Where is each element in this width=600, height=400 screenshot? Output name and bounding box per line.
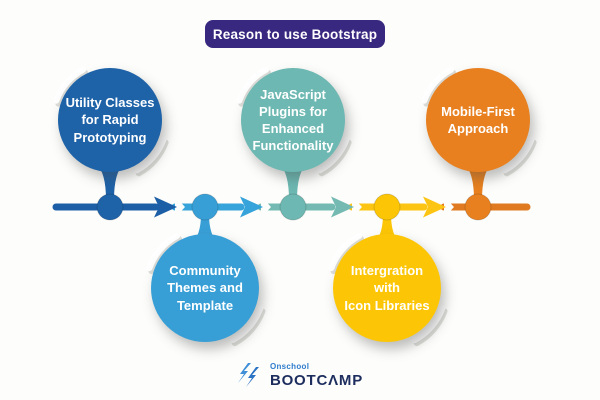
arrowhead-2 [240, 196, 263, 218]
bubble-icon-libraries-label: Intergration with Icon Libraries [344, 263, 430, 313]
bubble-javascript-plugins-label: JavaScript Plugins for Enhanced Function… [252, 86, 334, 154]
brand-logo: Onschool BOOTCΛMP [0, 362, 600, 388]
brand-product: BOOTCΛMP [269, 371, 364, 389]
bubble-javascript-plugins: JavaScript Plugins for Enhanced Function… [241, 68, 345, 172]
bubble-utility-classes-label: Utility Classes for Rapid Prototyping [65, 95, 155, 145]
node-icon-libraries [373, 193, 401, 221]
segment-notches [175, 196, 454, 218]
brand-name: Onschool [269, 361, 310, 371]
node-community-themes [191, 193, 219, 221]
arrowhead-4 [423, 196, 446, 218]
arrowhead-1 [154, 196, 177, 218]
title-badge: Reason to use Bootstrap [205, 20, 385, 48]
brand-text: Onschool BOOTCΛMP [269, 361, 364, 389]
bubble-community-themes: Community Themes and Template [151, 234, 259, 342]
node-utility-classes [96, 193, 124, 221]
bubble-community-themes-label: Community Themes and Template [167, 263, 243, 313]
node-javascript-plugins [279, 193, 307, 221]
bubble-utility-classes: Utility Classes for Rapid Prototyping [58, 68, 162, 172]
lightning-bolt-icon [237, 363, 259, 387]
timeline-nodes [96, 193, 492, 221]
timeline-arrowheads [154, 196, 446, 218]
node-mobile-first [464, 193, 492, 221]
bubble-mobile-first-label: Mobile-First Approach [441, 103, 515, 136]
bubble-mobile-first: Mobile-First Approach [426, 68, 530, 172]
bubble-icon-libraries: Intergration with Icon Libraries [333, 234, 441, 342]
arrowhead-3 [331, 196, 354, 218]
